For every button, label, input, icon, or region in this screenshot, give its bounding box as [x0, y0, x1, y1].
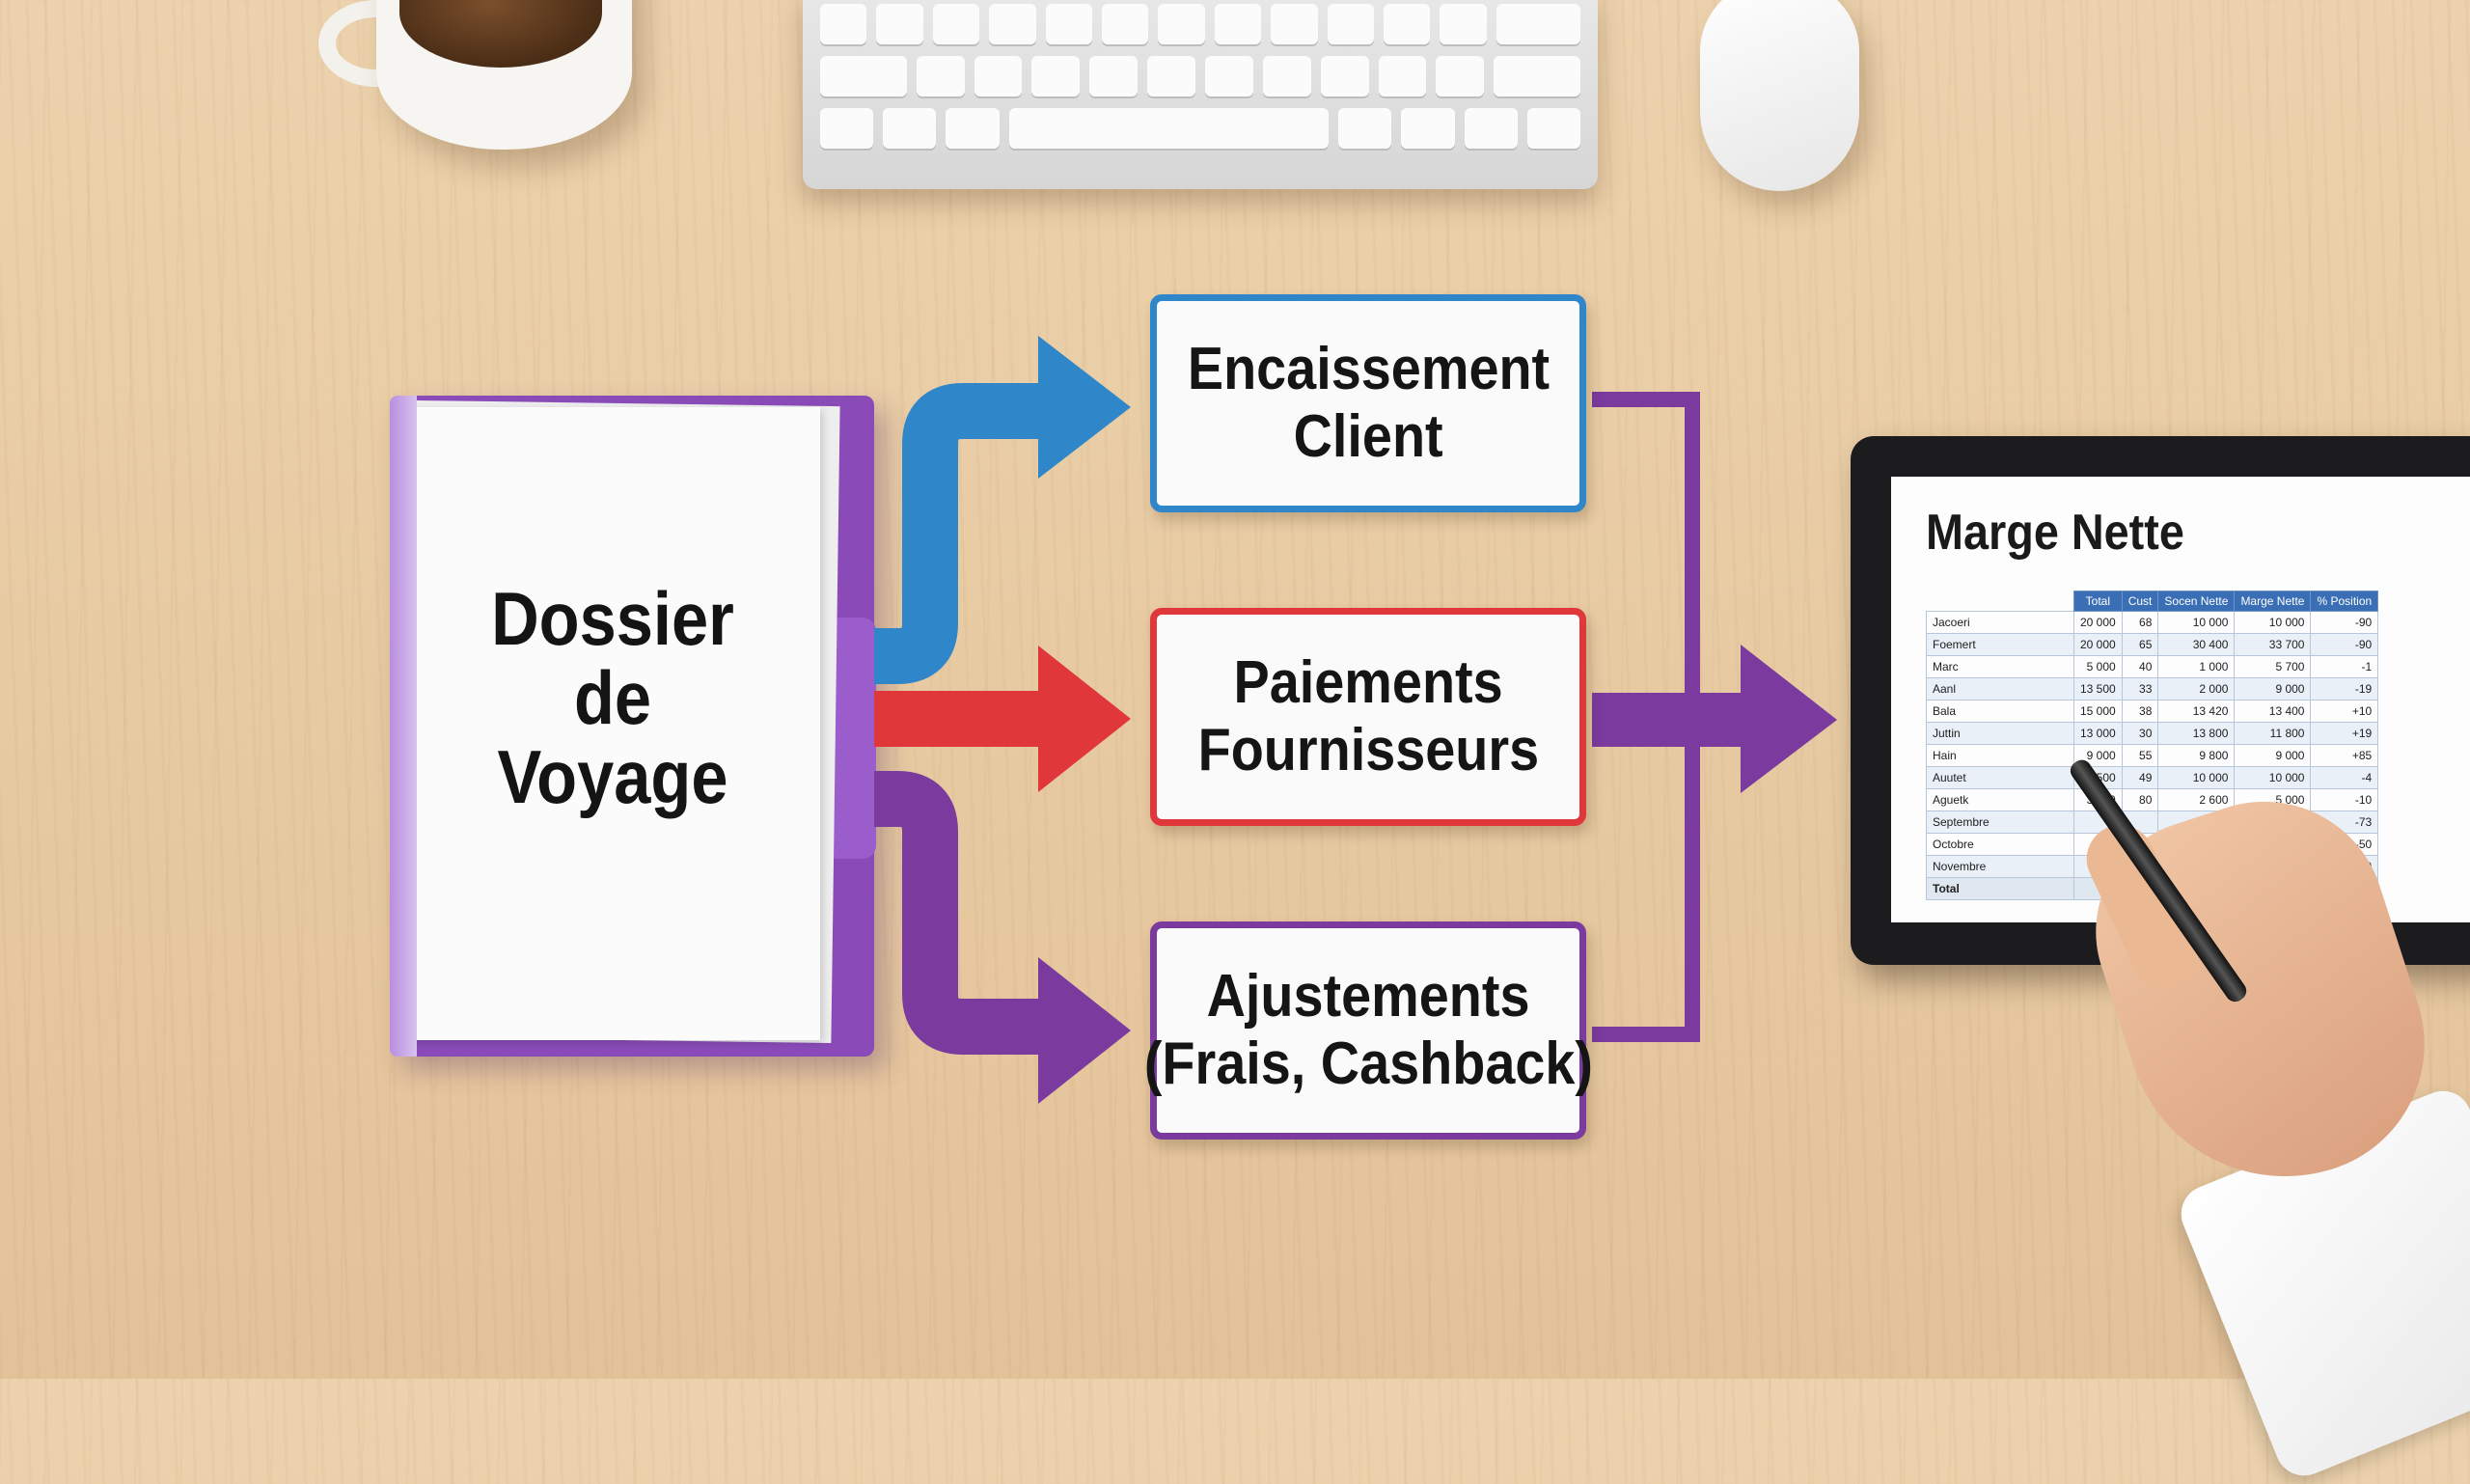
table-cell: 2 000 — [2157, 677, 2236, 701]
node-paiements-line-2: Fournisseurs — [1197, 717, 1539, 783]
table-cell: 1 000 — [2157, 655, 2236, 678]
node-ajustements-line-2: (Frais, Cashback) — [1143, 1031, 1593, 1097]
table-cell: 10 000 — [2157, 766, 2236, 789]
table-header-row: Total Cust Socen Nette Marge Nette % Pos… — [1927, 591, 2379, 612]
node-paiements-line-1: Paiements — [1233, 649, 1503, 716]
table-row-label: Total — [1926, 877, 2074, 900]
table-cell: 10 000 — [2234, 611, 2312, 634]
tablet-title: Marge Nette — [1926, 505, 2184, 561]
table-row-label: Auutet — [1926, 766, 2074, 789]
table-cell: 11 800 — [2234, 722, 2312, 745]
table-header: % Position — [2310, 591, 2379, 612]
arrowhead-purple — [1038, 957, 1131, 1104]
table-row-label: Novembre — [1926, 855, 2074, 878]
table-cell: 5 700 — [2234, 655, 2312, 678]
keyboard-icon — [803, 0, 1598, 189]
table-cell: 33 — [2121, 677, 2159, 701]
table-cell: -10 — [2310, 788, 2379, 811]
table-cell: +85 — [2310, 744, 2379, 767]
table-cell: 20 000 — [2073, 633, 2123, 656]
table-cell: 80 — [2121, 788, 2159, 811]
table-row-label: Hain — [1926, 744, 2074, 767]
source-node-label: Dossier de Voyage — [430, 579, 795, 816]
table-row-label: Juttin — [1926, 722, 2074, 745]
table-header: Marge Nette — [2234, 591, 2312, 612]
source-line-1: Dossier — [491, 576, 734, 661]
table-cell: 40 — [2121, 655, 2159, 678]
node-paiements-fournisseurs: Paiements Fournisseurs — [1150, 608, 1586, 826]
node-encaissement-line-1: Encaissement — [1187, 336, 1550, 402]
coffee-mug-icon — [318, 0, 637, 154]
table-cell: 20 000 — [2073, 611, 2123, 634]
source-line-2: de — [573, 655, 652, 740]
node-ajustements-line-1: Ajustements — [1206, 963, 1530, 1030]
table-cell: 68 — [2121, 611, 2159, 634]
table-cell: 15 000 — [2073, 700, 2123, 723]
table-cell: 13 500 — [2073, 677, 2123, 701]
table-cell: 9 000 — [2073, 744, 2123, 767]
table-row-label: Jacoeri — [1926, 611, 2074, 634]
mouse-icon — [1700, 0, 1859, 191]
table-cell: 65 — [2121, 633, 2159, 656]
arrow-icon-red — [874, 691, 1044, 747]
table-row-label: Foemert — [1926, 633, 2074, 656]
table-cell: 13 400 — [2234, 700, 2312, 723]
table-row-label: Octobre — [1926, 833, 2074, 856]
table-cell: 38 — [2121, 700, 2159, 723]
table-row-label: Aanl — [1926, 677, 2074, 701]
table-cell: 5 000 — [2073, 655, 2123, 678]
table-cell: -4 — [2310, 766, 2379, 789]
arrowhead-blue — [1038, 336, 1131, 479]
table-header: Cust — [2121, 591, 2159, 612]
node-ajustements: Ajustements (Frais, Cashback) — [1143, 921, 1593, 1140]
output-arrowhead — [1741, 645, 1837, 793]
table-cell: -19 — [2310, 677, 2379, 701]
source-line-3: Voyage — [497, 734, 728, 819]
node-encaissement-line-2: Client — [1293, 403, 1443, 470]
folder-paper — [405, 407, 820, 1040]
arrow-icon-purple — [869, 771, 1042, 1055]
table-row-label: Septembre — [1926, 811, 2074, 834]
table-header: Socen Nette — [2157, 591, 2236, 612]
table-cell: 30 400 — [2157, 633, 2236, 656]
table-row-label: Marc — [1926, 655, 2074, 678]
table-row-label: Bala — [1926, 700, 2074, 723]
table-row-label: Aguetk — [1926, 788, 2074, 811]
table-cell: -90 — [2310, 633, 2379, 656]
node-encaissement-client: Encaissement Client — [1150, 294, 1586, 512]
table-cell: 10 000 — [2234, 766, 2312, 789]
folder-front-edge — [390, 396, 417, 1057]
arrow-icon-blue — [869, 383, 1042, 684]
table-cell: 30 — [2121, 722, 2159, 745]
table-cell: 10 000 — [2157, 611, 2236, 634]
output-arrow — [1592, 693, 1746, 747]
table-cell: 55 — [2121, 744, 2159, 767]
table-cell: -90 — [2310, 611, 2379, 634]
table-cell: +10 — [2310, 700, 2379, 723]
table-cell: 33 700 — [2234, 633, 2312, 656]
table-cell: 13 420 — [2157, 700, 2236, 723]
table-cell: 49 — [2121, 766, 2159, 789]
table-cell: 13 000 — [2073, 722, 2123, 745]
table-header: Total — [2073, 591, 2123, 612]
table-header-corner — [1927, 591, 2074, 612]
table-cell: +19 — [2310, 722, 2379, 745]
table-cell: 9 000 — [2234, 677, 2312, 701]
table-cell: -1 — [2310, 655, 2379, 678]
table-cell: 13 800 — [2157, 722, 2236, 745]
arrowhead-red — [1038, 646, 1131, 792]
table-cell: 9 800 — [2157, 744, 2236, 767]
table-cell: 9 000 — [2234, 744, 2312, 767]
flow-arrows — [869, 336, 1837, 1104]
